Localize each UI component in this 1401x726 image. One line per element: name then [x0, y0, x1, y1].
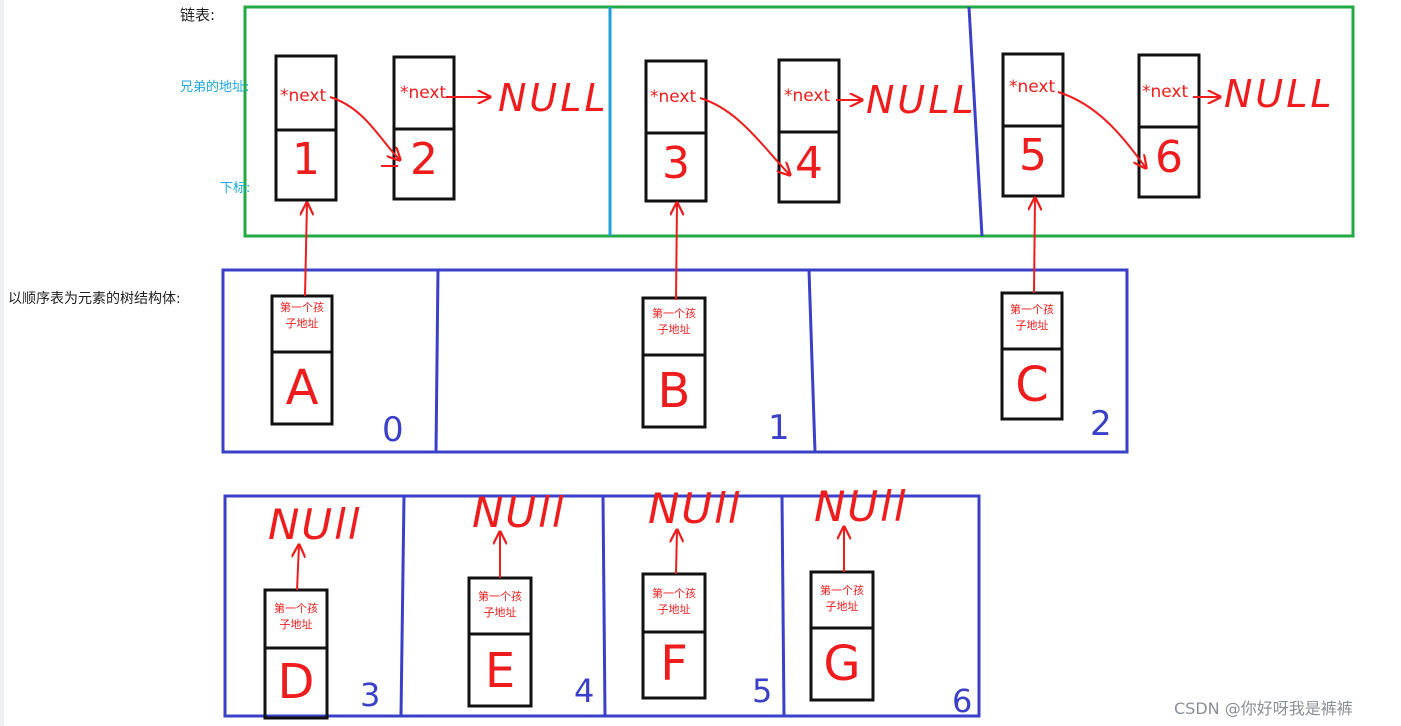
list-node-1 [274, 54, 338, 202]
csdn-watermark: CSDN @你好呀我是裤裤 [1174, 699, 1353, 718]
tree-node-a [270, 294, 334, 426]
list-node-value: 4 [795, 138, 823, 189]
leaf-node-d [263, 588, 329, 720]
leaf-divider-2 [601, 495, 607, 717]
pointer-label: *next [650, 87, 697, 107]
leaf-divider-1 [399, 495, 406, 717]
first-child-address-label: 第一个孩子地址 [478, 590, 522, 619]
list-node-value: 2 [410, 134, 438, 185]
leaf-node-letter: D [277, 654, 315, 710]
arrow-d-to-null [297, 545, 299, 591]
pointer-label: *next [1142, 82, 1189, 102]
tree-node-letter: C [1015, 357, 1049, 413]
arrow-5-to-6 [1057, 91, 1146, 168]
list-node-value: 1 [292, 134, 320, 185]
arrow-a-to-1 [305, 203, 307, 297]
tree-section [221, 198, 1129, 454]
linked-list-frame [243, 5, 1355, 238]
arrow-c-to-5 [1034, 198, 1035, 294]
leaf-index: 6 [952, 682, 973, 720]
first-child-address-label: 第一个孩子地址 [652, 307, 696, 336]
pointer-label: *next [280, 86, 327, 106]
tree-index: 1 [768, 408, 790, 448]
list-node-3 [644, 59, 708, 203]
null-label: NUll [648, 484, 742, 533]
arrow-f-to-null [676, 530, 677, 575]
first-child-address-label: 第一个孩子地址 [652, 587, 696, 616]
arrow-b-to-3 [676, 203, 677, 301]
tree-index: 2 [1090, 404, 1112, 444]
tree-node-b [641, 296, 707, 429]
first-child-address-label: 第一个孩子地址 [274, 602, 318, 631]
tree-index: 0 [382, 410, 404, 450]
list-node-5 [1001, 52, 1065, 198]
null-label: NULL [866, 78, 977, 122]
null-label: NUll [814, 482, 908, 531]
leaf-section [223, 494, 981, 720]
leaf-node-letter: F [660, 636, 688, 692]
tree-divider-2 [807, 269, 817, 453]
tree-divider-1 [434, 269, 440, 453]
list-node-value: 3 [662, 138, 690, 189]
leaf-node-letter: G [823, 636, 861, 692]
list-node-2 [392, 55, 456, 201]
arrow-3-to-4 [699, 97, 790, 175]
blue-divider [967, 6, 984, 237]
leaf-node-f [641, 572, 707, 700]
list-node-value: 6 [1155, 132, 1183, 183]
first-child-address-label: 第一个孩子地址 [280, 301, 324, 330]
linked-list-label: 链表: [180, 6, 216, 24]
list-node-value: 5 [1019, 130, 1047, 181]
tree-structure-label: 以顺序表为元素的树结构体: [8, 291, 181, 307]
linked-list-section [243, 5, 1355, 238]
leaf-index: 4 [574, 672, 595, 710]
leaf-node-g [809, 570, 875, 702]
null-label: NUll [472, 488, 566, 537]
null-label: NULL [498, 76, 609, 120]
leaf-index: 5 [752, 672, 773, 710]
leaf-index: 3 [360, 676, 381, 714]
index-label: 下标: [220, 181, 251, 196]
tree-node-c [1000, 291, 1064, 421]
pointer-label: *next [400, 83, 447, 103]
leaf-node-letter: E [484, 643, 516, 699]
leaf-divider-3 [780, 495, 786, 717]
null-label: NUll [268, 500, 362, 549]
sibling-address-label: 兄弟的地址: [180, 80, 250, 95]
first-child-address-label: 第一个孩子地址 [820, 584, 864, 613]
pointer-label: *next [784, 86, 831, 106]
pointer-label: *next [1009, 77, 1056, 97]
tree-frame [221, 268, 1129, 454]
leaf-frame [223, 494, 981, 718]
tree-node-letter: A [285, 360, 319, 416]
first-child-address-label: 第一个孩子地址 [1010, 303, 1054, 332]
tree-node-letter: B [657, 363, 691, 419]
left-edge-strip [0, 0, 4, 726]
null-label: NULL [1224, 72, 1335, 116]
arrow-1-to-2 [329, 96, 400, 160]
